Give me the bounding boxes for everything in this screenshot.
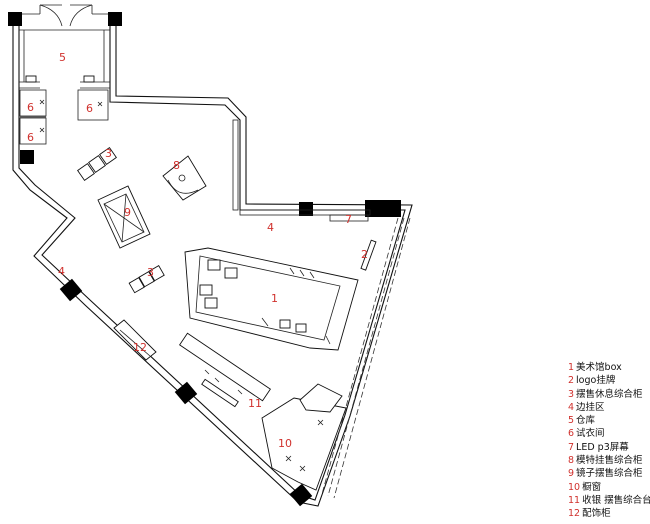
legend-num: 12 bbox=[568, 508, 581, 520]
legend-text: 镜子摆售综合柜 bbox=[576, 468, 643, 480]
legend-num: 5 bbox=[568, 415, 575, 427]
zone-label-9: 9 bbox=[124, 206, 131, 219]
accessory-cabinet bbox=[113, 319, 157, 361]
legend-text: 橱窗 bbox=[582, 481, 602, 493]
legend-text: 配饰柜 bbox=[582, 508, 611, 520]
legend-num: 8 bbox=[568, 455, 575, 467]
zone-label-7: 7 bbox=[345, 213, 352, 226]
legend-text: 模特挂售综合柜 bbox=[576, 455, 643, 467]
zone-label-5: 5 bbox=[59, 51, 66, 64]
combo-cabinet-bottom bbox=[128, 265, 165, 294]
legend-text: 收银 摆售综合台 bbox=[582, 494, 650, 506]
legend-text: logo挂牌 bbox=[576, 375, 616, 387]
zone-label-3b: 3 bbox=[147, 266, 154, 279]
window-display bbox=[261, 383, 347, 491]
mannequin-cabinet bbox=[162, 155, 207, 201]
gallery-box bbox=[184, 247, 359, 351]
combo-cabinet-top bbox=[77, 147, 117, 181]
storage-room bbox=[19, 29, 110, 89]
zone-label-4a: 4 bbox=[267, 221, 274, 234]
mirror-cabinet bbox=[97, 185, 151, 249]
zone-label-2: 2 bbox=[361, 248, 368, 261]
legend-text: 试衣间 bbox=[576, 428, 605, 440]
legend-num: 2 bbox=[568, 375, 575, 387]
zone-label-6a: 6 bbox=[27, 101, 34, 114]
zone-label-8: 8 bbox=[173, 159, 180, 172]
legend-num: 7 bbox=[568, 441, 575, 453]
zone-label-10: 10 bbox=[278, 437, 292, 450]
cashier-counter bbox=[179, 332, 271, 408]
zone-label-3a: 3 bbox=[105, 147, 112, 160]
legend-num: 4 bbox=[568, 401, 575, 413]
zone-label-12: 12 bbox=[133, 341, 147, 354]
zone-label-4b: 4 bbox=[58, 265, 65, 278]
legend-num: 6 bbox=[568, 428, 575, 440]
legend-text: 仓库 bbox=[576, 415, 596, 427]
glass-facade bbox=[321, 217, 411, 499]
zone-label-6b: 6 bbox=[86, 102, 93, 115]
legend-text: 摆售休息综合柜 bbox=[576, 388, 643, 400]
columns bbox=[8, 12, 401, 507]
legend-text: 美术馆box bbox=[576, 362, 622, 373]
legend-num: 9 bbox=[568, 468, 575, 480]
zone-label-1: 1 bbox=[271, 292, 278, 305]
legend-num: 11 bbox=[568, 494, 581, 506]
entrance-door bbox=[39, 4, 93, 27]
inner-panels bbox=[232, 119, 371, 222]
legend-num: 3 bbox=[568, 388, 575, 400]
fitting-rooms bbox=[19, 89, 109, 145]
legend-text: 边挂区 bbox=[576, 401, 605, 413]
logo-sign bbox=[360, 239, 377, 271]
zone-labels: 1 2 3 3 4 4 5 6 6 6 7 8 9 10 11 12 bbox=[27, 51, 368, 450]
legend-text: LED p3屏幕 bbox=[576, 441, 629, 453]
legend-num: 10 bbox=[568, 481, 581, 493]
legend-num: 1 bbox=[568, 362, 575, 373]
zone-label-6c: 6 bbox=[27, 131, 34, 144]
zone-label-11: 11 bbox=[248, 397, 262, 410]
